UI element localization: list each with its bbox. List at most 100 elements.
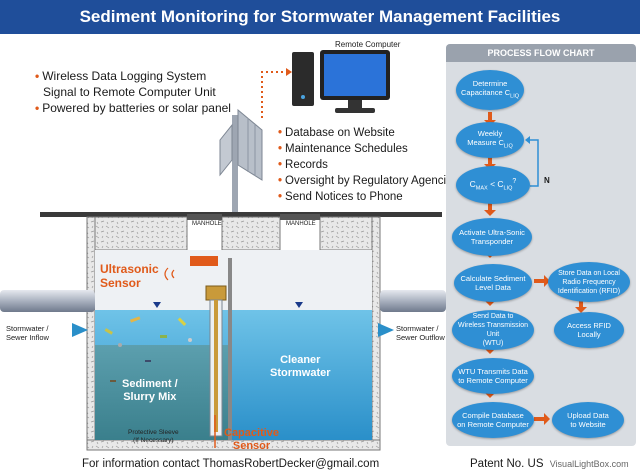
water-level-marker-icon [153,302,161,308]
node-text: Calculate Sediment [460,274,526,283]
baffle-wall [228,258,232,440]
signal-arrow-icon [286,68,292,76]
label-line: Slurry Mix [123,391,177,403]
manhole-cover [187,214,222,220]
water-level-marker-icon [295,302,303,308]
page-title: Sediment Monitoring for Stormwater Manag… [0,0,640,34]
title-text: Sediment Monitoring for Stormwater Manag… [79,7,561,26]
label-line: Sewer Outflow [396,333,445,342]
outflow-label: Stormwater / Sewer Outflow [396,324,445,342]
node-text: Level Data [475,283,511,292]
flow-chart-header: PROCESS FLOW CHART [446,44,636,62]
node-text: (WTU) [482,340,504,347]
concrete-slab [221,216,281,251]
node-text: to Website [570,420,606,429]
label-line: Stormwater [270,367,331,379]
facility-diagram [0,50,446,451]
patent-footer: Patent No. US VisualLightBox.com [470,458,629,470]
ultrasonic-sensor-icon [190,256,218,266]
ultrasonic-wave-icon [164,267,175,281]
decision-no-label: N [544,176,550,185]
flow-node-decision: CMAX < CLIQ? [456,166,530,204]
concrete-slab [94,216,188,251]
cleaner-water-label: Cleaner Stormwater [270,354,331,380]
node-subscript: LIQ [503,143,513,150]
node-text: Transponder [470,237,514,246]
label-line: Stormwater / [6,324,49,333]
bullet-text: Signal to Remote Computer Unit [43,85,216,99]
node-question-mark: ? [512,177,517,185]
node-text: C [469,178,476,189]
node-text: Upload Data [567,411,609,420]
node-subscript: MAX [475,185,488,192]
ground-surface [40,212,442,217]
node-text: Determine [472,78,508,88]
node-subscript: LIQ [503,185,513,192]
node-text: Identification (RFID) [557,287,621,295]
wireless-bullets: •Wireless Data Logging System Signal to … [35,68,231,116]
label-line: Cleaner [280,354,321,366]
node-text: Measure C [467,137,504,147]
label-line: Capacitive [224,427,280,439]
bullet-item: •Records [278,159,328,171]
label-line: (If Necessary) [133,437,174,444]
tank-air-space [95,250,372,310]
bullet-item: Signal to Remote Computer Unit [35,84,231,100]
bullet-text: Database on Website [285,127,395,139]
label-line: Sensor [100,276,141,290]
bullet-text: Send Notices to Phone [285,191,403,203]
capacitive-sensor-head [205,285,227,301]
inflow-arrow-icon [72,323,88,337]
node-text: to Remote Computer [458,376,528,385]
node-text: Store Data on Local [558,269,620,277]
node-text: Access RFID [567,321,611,330]
tank-wall-left [86,216,96,446]
contact-footer: For information contact ThomasRobertDeck… [82,458,380,470]
bullet-item: •Database on Website [278,127,395,139]
node-text: Locally [577,330,601,339]
sediment-layer [95,345,228,440]
manhole-label: MANHOLE [286,221,316,227]
outflow-arrow-icon [378,323,394,337]
inflow-label: Stormwater / Sewer Inflow [6,324,49,342]
label-line: Sensor [232,440,271,452]
ultrasonic-sensor-label: Ultrasonic Sensor [100,262,159,290]
node-text: Capacitance C [460,87,511,97]
bullet-item: •Oversight by Regulatory Agencies [278,175,459,187]
capacitive-probe [214,300,218,432]
bullet-text: Oversight by Regulatory Agencies [285,175,459,187]
node-text: Wireless Transmission Unit [457,322,528,338]
node-text: on Remote Computer [457,420,529,429]
bullet-item: •Send Notices to Phone [278,191,403,203]
patent-text: Patent No. US [470,458,544,470]
node-text: < C [487,178,504,189]
bullet-text: Maintenance Schedules [285,143,408,155]
remote-computer-icon [292,50,390,113]
manhole-cover [280,214,320,220]
bullet-text: Records [285,159,328,171]
concrete-slab [319,216,373,251]
capacitive-sensor-label: Capacitive Sensor [224,427,279,453]
antenna-mast-icon [219,108,263,215]
node-text: WTU Transmits Data [458,367,528,376]
manhole-label: MANHOLE [192,221,222,227]
label-line: Sediment / [122,378,178,390]
debris-items [104,316,192,382]
node-text: Send Data to [472,313,514,320]
label-line: Stormwater / [396,324,439,333]
node-text: Compile Database [462,411,524,420]
remote-computer-label: Remote Computer [335,40,401,49]
node-subscript: LIQ [510,93,520,100]
database-bullets: •Database on Website •Maintenance Schedu… [278,125,458,205]
inflow-pipe [0,290,95,312]
watermark-text: VisualLightBox.com [549,459,629,469]
